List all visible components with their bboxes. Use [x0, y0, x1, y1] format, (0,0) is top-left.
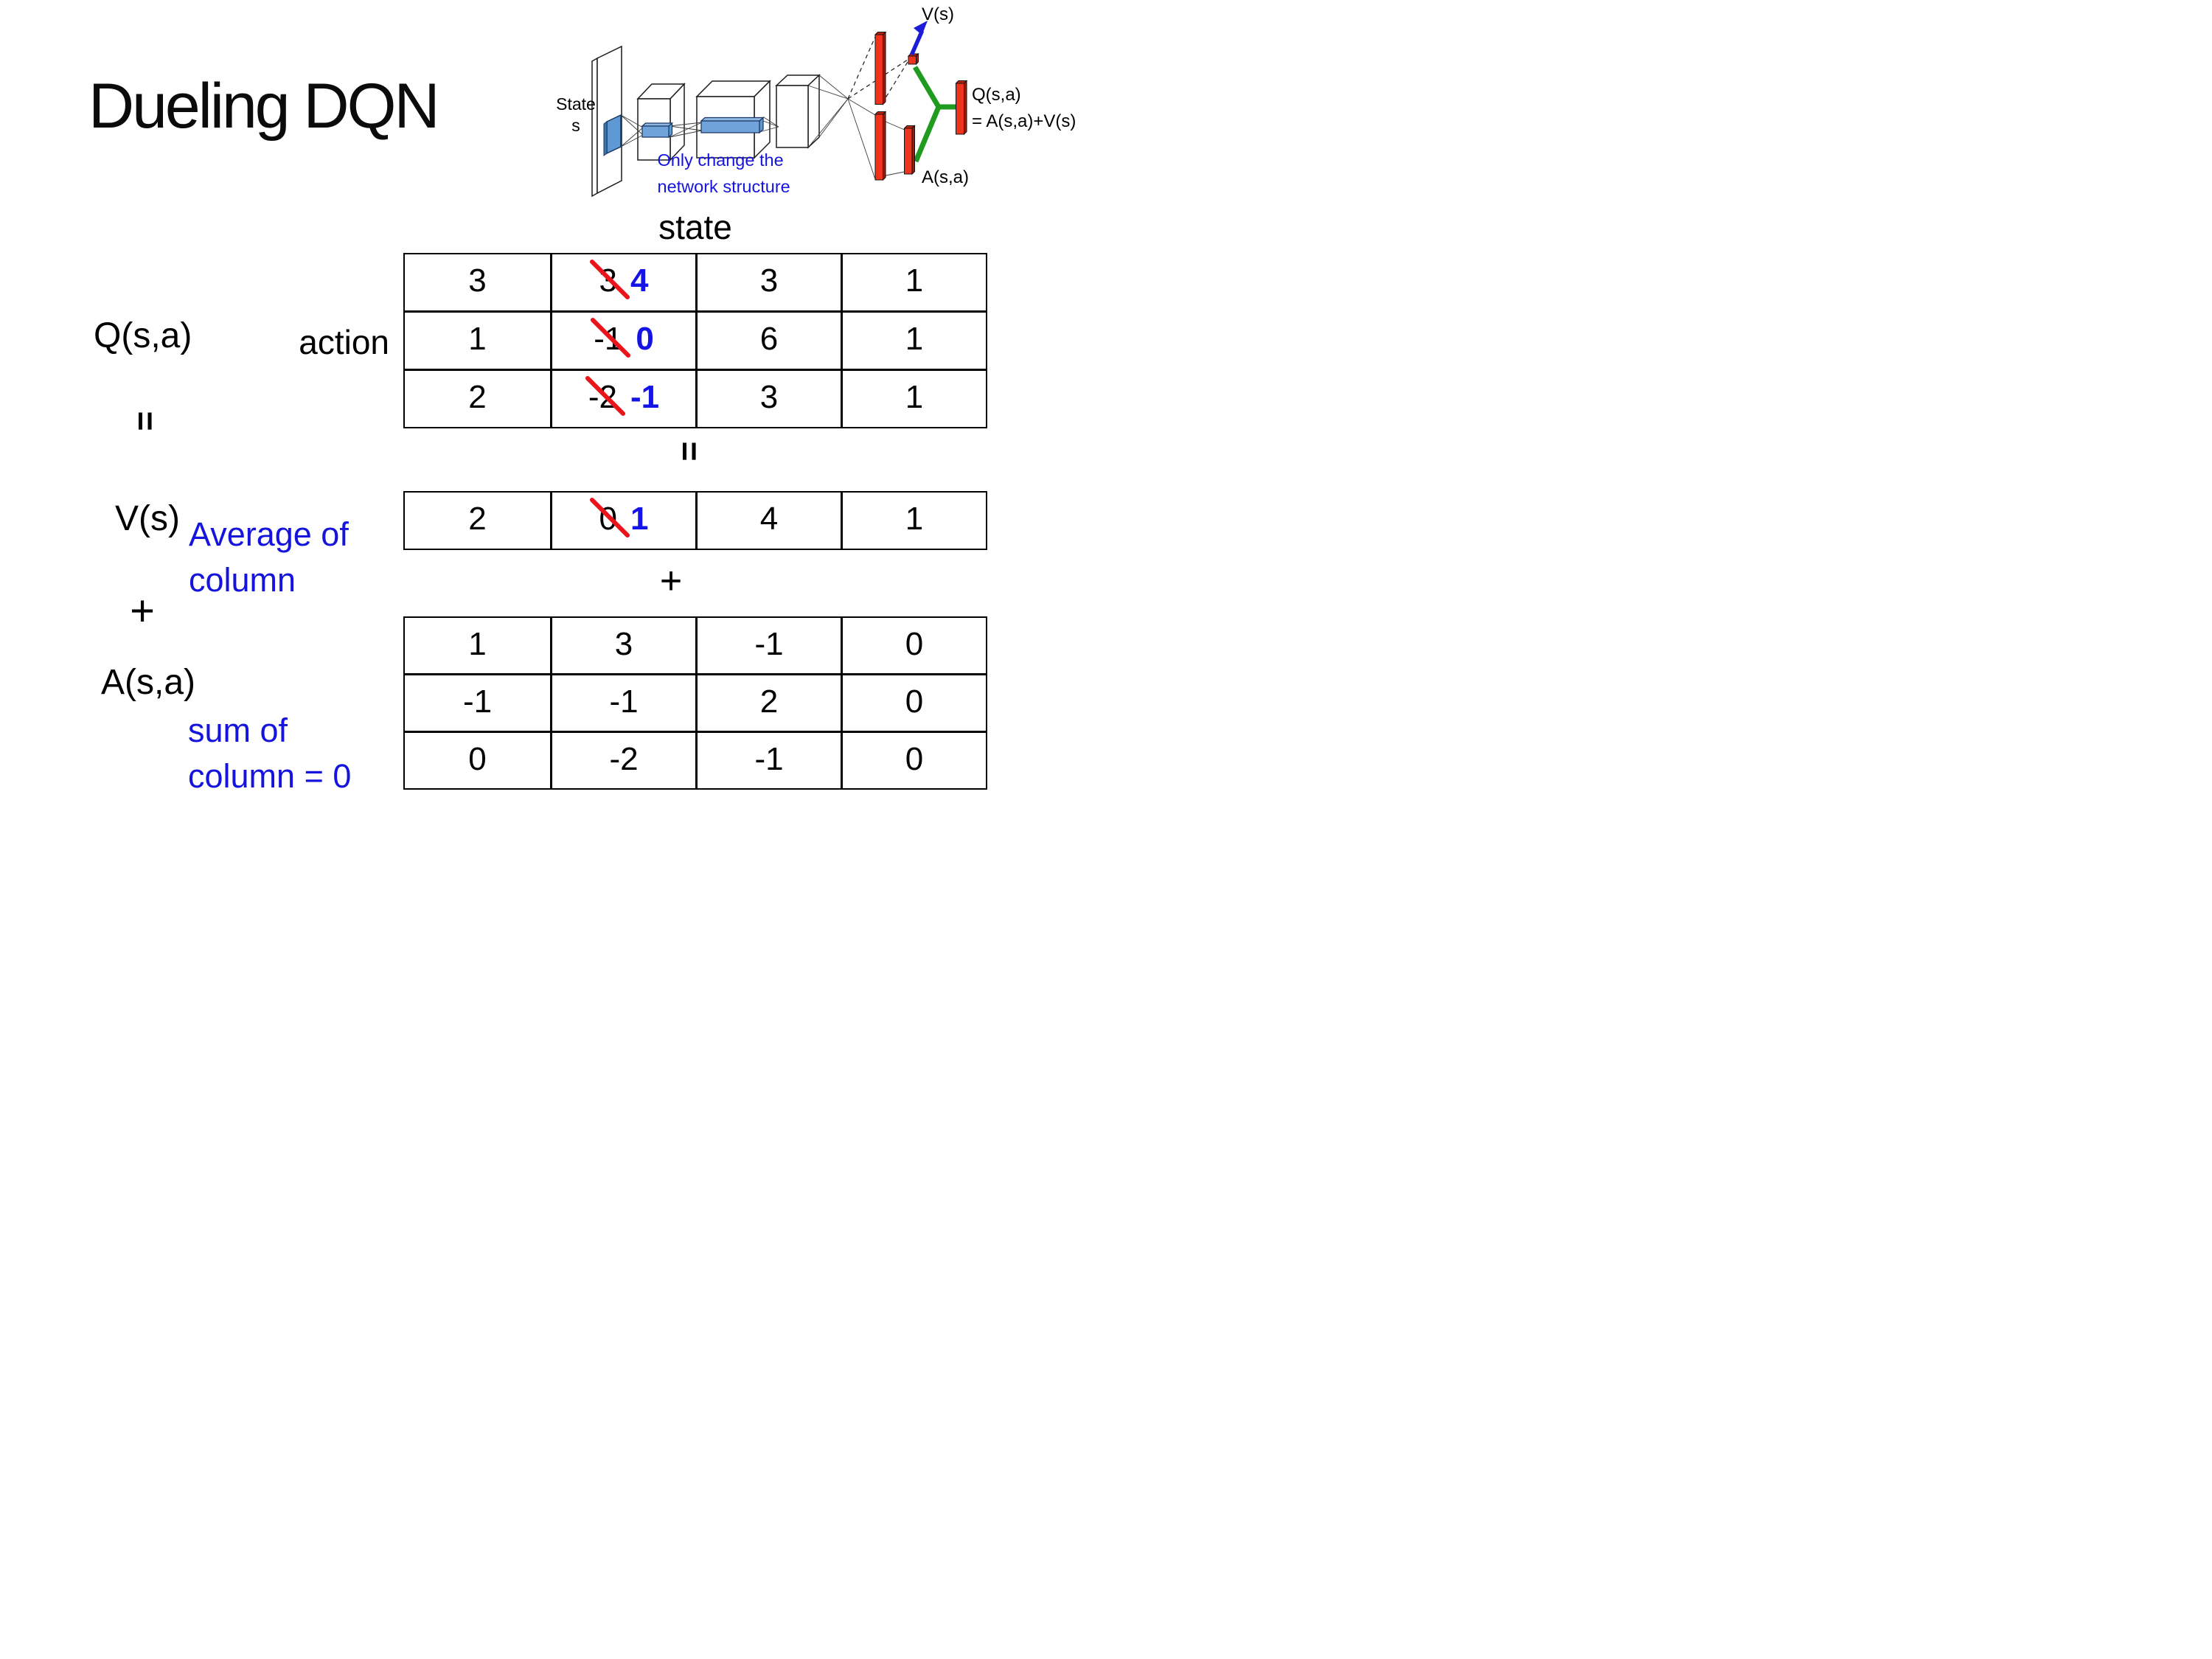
table-cell: 1 [841, 254, 986, 310]
table-row: 2-2-131 [405, 369, 986, 427]
table-cell: 2 [468, 501, 487, 537]
state-input-label-line1: State [556, 94, 596, 114]
table-cell: 0 [841, 733, 986, 788]
table-row: 33431 [405, 254, 986, 310]
v-value-table: 20141 [403, 491, 987, 550]
table-cell: 34 [550, 254, 695, 310]
new-value: 4 [630, 262, 649, 299]
equals-symbol-left: = [126, 411, 164, 431]
cone-lines [620, 114, 779, 147]
v-stream-hidden-bar [874, 31, 887, 105]
action-axis-label: action [299, 323, 389, 361]
table-cell: 1 [841, 371, 986, 427]
table-cell: -2 [550, 733, 695, 788]
feature-block-input [603, 114, 622, 156]
table-cell: 3 [468, 262, 487, 299]
table-cell: -1 [695, 618, 841, 673]
v-output-arrow [909, 21, 928, 56]
table-cell: 1 [841, 493, 986, 549]
strike-line [589, 316, 632, 359]
dueling-network-diagram: State s V(s) Q(s,a) = A(s,a)+V(s) A(s,a)… [556, 4, 1076, 198]
table-cell: 1 [468, 321, 487, 357]
flatten-box [775, 74, 821, 149]
new-value: 0 [636, 321, 654, 357]
new-value: -1 [630, 379, 660, 415]
input-plane-shape [591, 45, 622, 198]
table-cell: 0 [468, 740, 487, 777]
state-axis-label: state [658, 208, 732, 246]
conv-box-1 [636, 83, 686, 161]
q-output-label-line2: = A(s,a)+V(s) [972, 111, 1076, 131]
q-matrix-label: Q(s,a) [94, 316, 192, 355]
table-cell: -2-1 [550, 371, 695, 427]
v-matrix-label: V(s) [115, 499, 180, 538]
v-output-label: V(s) [922, 4, 954, 24]
table-cell: -10 [550, 313, 695, 369]
v-scalar-node [907, 52, 919, 66]
merge-connector [912, 66, 956, 163]
table-cell: 4 [695, 493, 841, 549]
v-stream-dashed-lines [847, 36, 908, 104]
table-cell: -1 [462, 683, 493, 720]
table-cell: 2 [468, 379, 487, 415]
split-fan-lines [807, 74, 849, 148]
equals-symbol-center: = [670, 441, 709, 462]
q-output-label-line1: Q(s,a) [972, 85, 1021, 105]
table-cell: 1 [841, 313, 986, 369]
old-value: 0 [588, 496, 630, 539]
strike-line [588, 496, 630, 539]
new-value: 1 [630, 501, 649, 537]
old-value: -1 [589, 316, 632, 359]
a-vector-bar [903, 125, 916, 175]
plus-symbol-left: + [130, 586, 155, 635]
feature-block-conv2 [700, 116, 765, 134]
feature-block-conv1 [641, 122, 674, 139]
table-cell: -1 [550, 675, 695, 731]
table-cell: 3 [550, 618, 695, 673]
a-stream-hidden-bar [874, 111, 887, 181]
old-value: 3 [588, 258, 630, 301]
table-cell: 2 [695, 675, 841, 731]
table-row: 20141 [405, 493, 986, 549]
slide: Dueling DQN [0, 0, 1106, 830]
table-cell: 0 [841, 675, 986, 731]
table-cell: 1 [468, 625, 487, 662]
table-cell: 01 [550, 493, 695, 549]
state-input-label-line2: s [571, 116, 580, 135]
table-cell: 0 [841, 618, 986, 673]
plus-symbol-center: + [659, 560, 683, 602]
strike-line [584, 375, 626, 417]
table-cell: 3 [695, 371, 841, 427]
diagram-note-line1: Only change the [658, 150, 784, 170]
table-cell: -1 [695, 733, 841, 788]
a-output-label: A(s,a) [922, 167, 969, 187]
a-matrix-label: A(s,a) [101, 663, 196, 702]
strike-line [588, 258, 630, 301]
table-cell: 6 [695, 313, 841, 369]
table-cell: 3 [695, 254, 841, 310]
old-value: -2 [584, 375, 626, 417]
diagram-note-line2: network structure [658, 177, 790, 196]
q-output-bar [955, 80, 968, 136]
page-title: Dueling DQN [88, 71, 440, 142]
